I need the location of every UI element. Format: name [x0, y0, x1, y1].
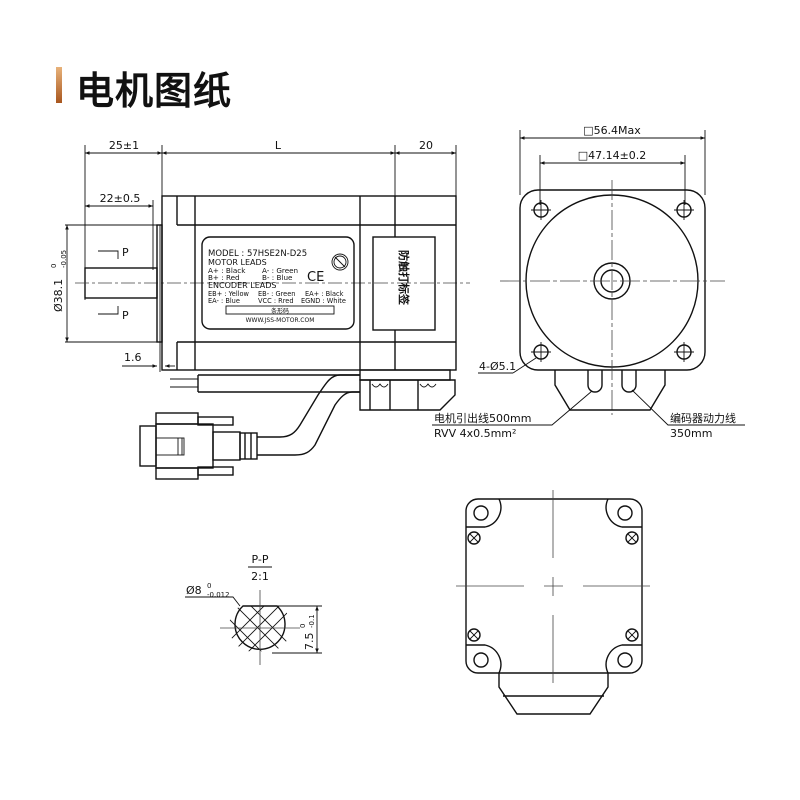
diameter-dimension: Ø38.1 0 -0.05	[50, 224, 162, 343]
side-view: 25±1 L 20 22±0.5 Ø38.1 0 -0.05 P P	[50, 139, 470, 480]
motor-lead: B+ : Red	[208, 273, 240, 282]
dim-shaft-label: 22±0.5	[100, 192, 141, 205]
no-disassemble-icon	[331, 253, 349, 271]
rear-label-box	[372, 236, 436, 331]
screw-icons	[467, 531, 639, 642]
motor-leads-title: MOTOR LEADS	[208, 258, 267, 267]
hole-callout: 4-Ø5.1	[479, 360, 516, 373]
top-dimensions: 25±1 L 20 22±0.5	[84, 139, 457, 300]
section-marks: P P	[98, 246, 129, 322]
encoder-leads-title: ENCODER LEADS	[208, 281, 276, 290]
front-flange	[519, 189, 706, 371]
encoder-lead: EB- : Green	[258, 290, 295, 298]
barcode-label: 条形码	[271, 307, 289, 315]
dim-rear-label: 20	[419, 139, 433, 152]
barcode-box	[225, 305, 335, 315]
encoder-cable-label: 编码器动力线	[670, 411, 736, 425]
title-accent-bar	[56, 67, 62, 103]
dim-flange-label: 1.6	[124, 351, 142, 364]
motor-cable-label: 电机引出线500mm	[434, 411, 531, 425]
page-title: 电机图纸	[76, 69, 233, 113]
encoder-lead: EB+ : Yellow	[208, 290, 250, 298]
nameplate: MODEL : 57HSE2N-D25 MOTOR LEADS A+ : Bla…	[201, 236, 355, 330]
rear-view	[456, 490, 650, 715]
section-flat-label: 7.5	[303, 633, 316, 651]
encoder-lead: VCC : Rred	[258, 297, 294, 305]
motor-lead: A- : Green	[262, 266, 298, 275]
section-diameter-tol-upper: 0	[207, 582, 211, 590]
encoder-lead: EGND : White	[301, 297, 346, 305]
dim-hole-spacing-label: □47.14±0.2	[578, 149, 647, 162]
section-flat-tol-lower: -0.1	[308, 614, 316, 628]
dim-front-label: 25±1	[109, 139, 139, 152]
motor-cable-spec: RVV 4x0.5mm²	[434, 427, 516, 440]
encoder-lead: EA- : Blue	[208, 297, 240, 305]
dim-length-label: L	[275, 139, 282, 152]
cables	[170, 374, 360, 456]
mounting-holes	[531, 200, 694, 362]
section-mark-bottom: P	[122, 309, 129, 322]
nameplate-website: WWW.JSS-MOTOR.COM	[246, 317, 315, 324]
db-connector	[139, 412, 258, 480]
cable-gland-block	[359, 369, 456, 411]
dim-outer-label: □56.4Max	[583, 124, 641, 137]
motor-body	[161, 195, 457, 371]
rear-holes	[473, 505, 633, 668]
section-view: P-P 2:1 Ø8 0 -0.012 7.5 0 -0.1	[185, 553, 322, 665]
encoder-cable-length: 350mm	[670, 427, 712, 440]
motor-lead: B- : Blue	[262, 273, 293, 282]
dim-diameter-label: Ø38.1	[52, 279, 65, 312]
dim-diameter-tol-lower: -0.05	[60, 250, 68, 268]
shaft-section	[234, 605, 286, 650]
nameplate-model: MODEL : 57HSE2N-D25	[208, 249, 307, 259]
front-view: □56.4Max □47.14±0.2 4-Ø5.1 电机引出线500mm RV…	[432, 124, 745, 440]
section-scale: 2:1	[251, 570, 269, 583]
section-mark-top: P	[122, 246, 129, 259]
section-title: P-P	[252, 553, 269, 566]
section-diameter-label: Ø8	[186, 584, 202, 597]
rear-label-text: 防触打标签	[397, 250, 411, 306]
section-diameter-tol-lower: -0.012	[207, 591, 230, 599]
motor-lead: A+ : Black	[208, 266, 246, 275]
dim-diameter-tol-upper: 0	[50, 264, 58, 268]
section-flat-tol-upper: 0	[299, 624, 307, 628]
encoder-lead: EA+ : Black	[305, 290, 344, 298]
ce-mark: CE	[307, 270, 324, 285]
